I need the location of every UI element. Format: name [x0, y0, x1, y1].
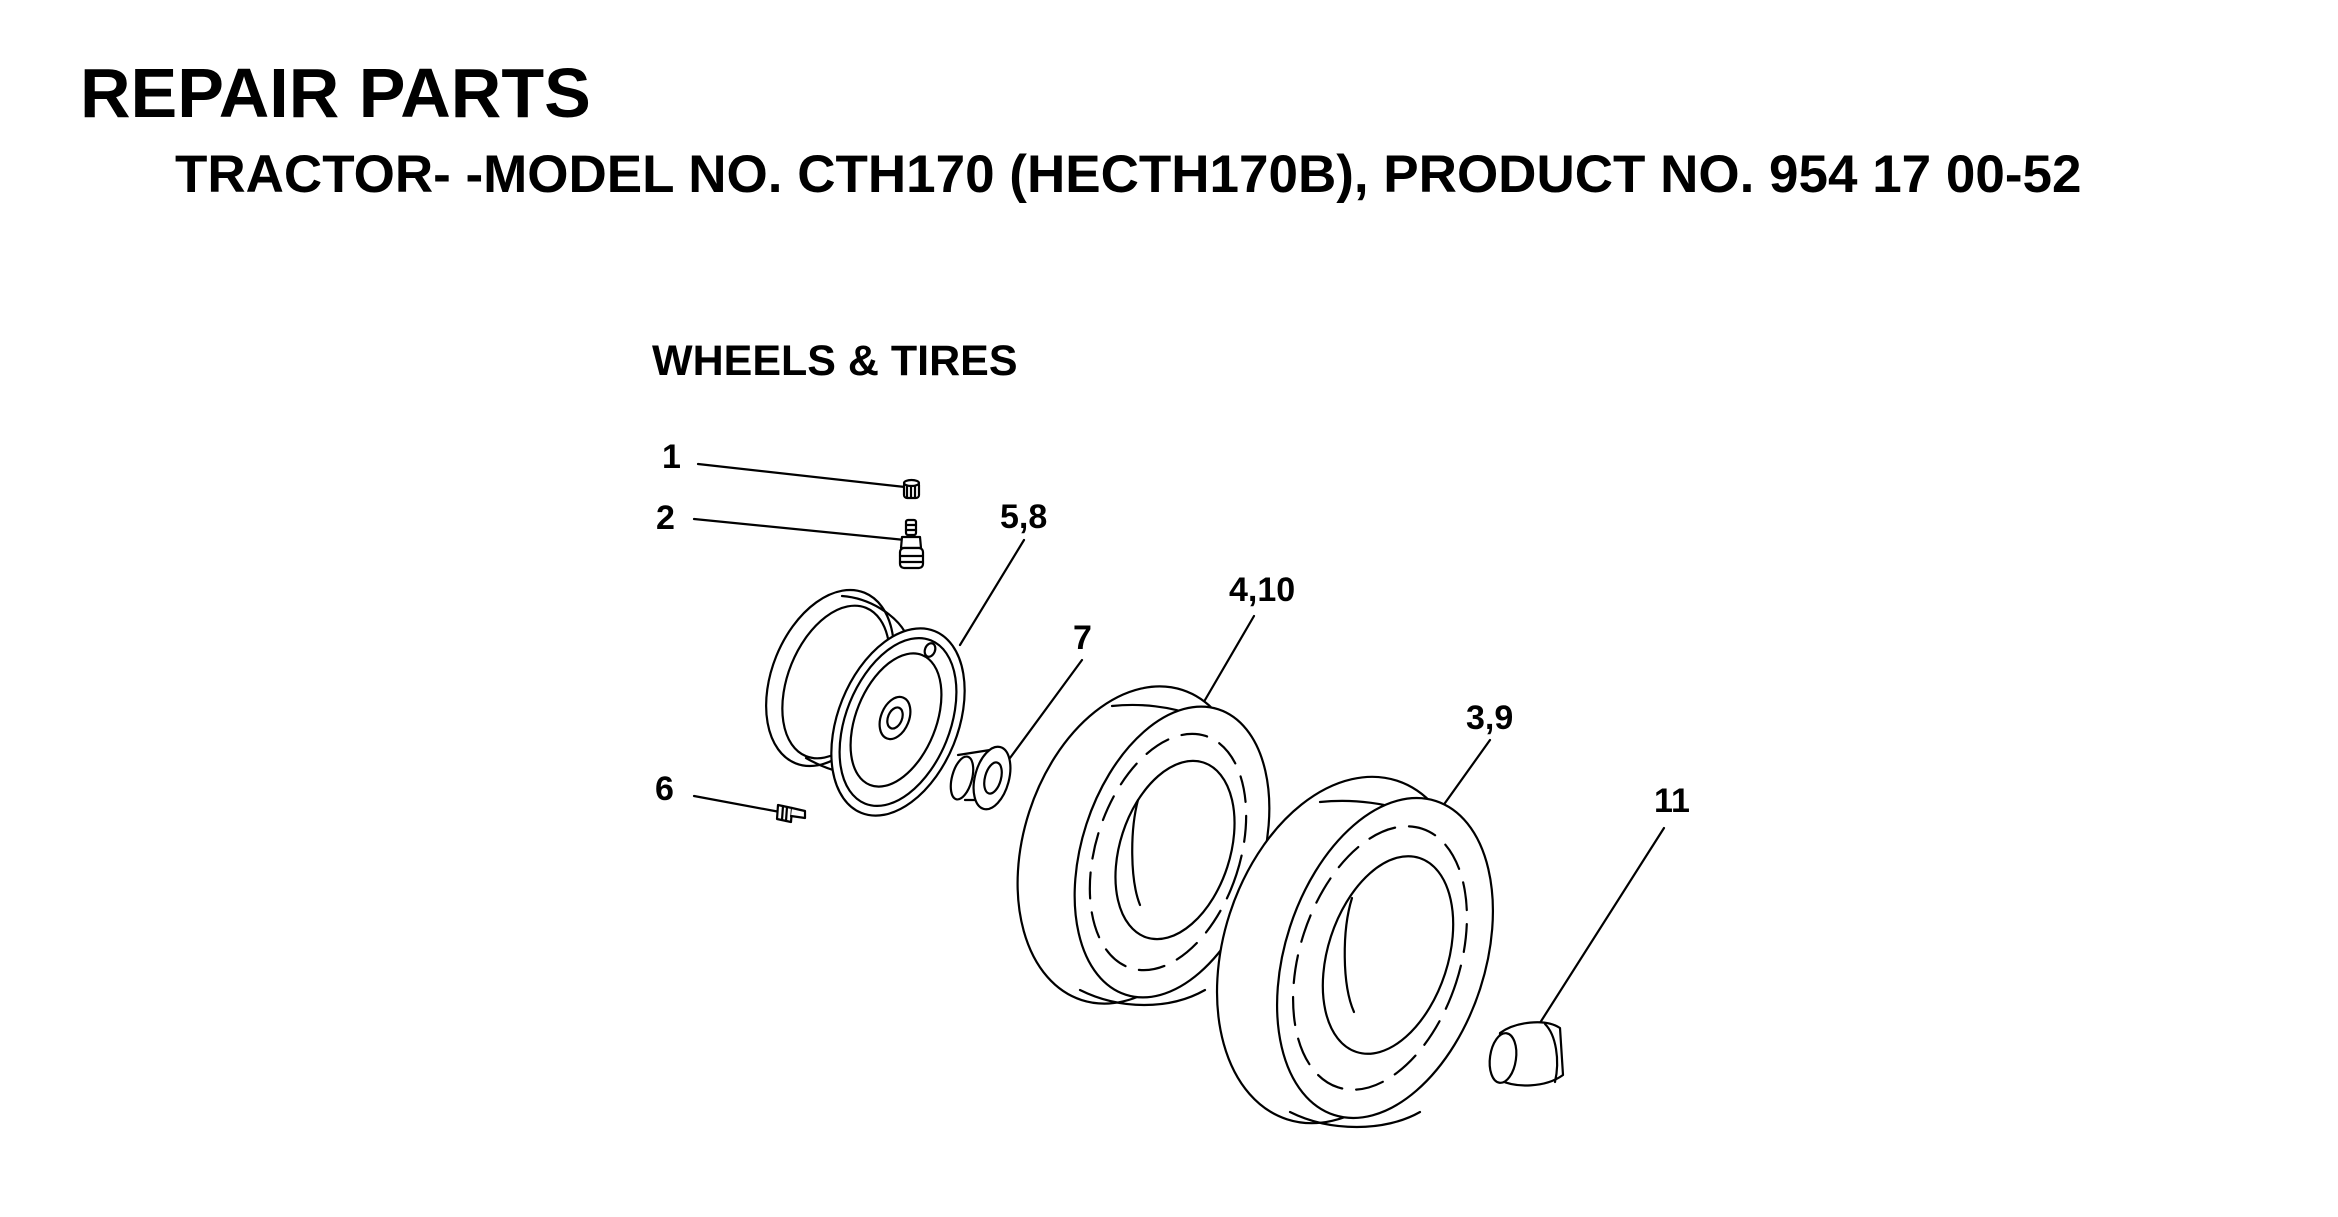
callout-label-5-8: 5,8	[1000, 498, 1047, 536]
page-subtitle: TRACTOR- -MODEL NO. CTH170 (HECTH170B), …	[175, 145, 2082, 204]
leader-line-2	[692, 517, 907, 542]
callout-label-2: 2	[656, 499, 675, 537]
callout-label-7: 7	[1073, 619, 1092, 657]
wheel-rim-part-5-8	[765, 588, 966, 817]
leader-line-7	[1008, 658, 1084, 760]
leader-line-5-8	[958, 538, 1026, 647]
callout-label-1: 1	[662, 438, 681, 476]
callout-label-3-9: 3,9	[1466, 699, 1513, 737]
tire-part-4-10	[1016, 685, 1271, 1007]
bushing-part-7	[949, 745, 1012, 811]
callout-label-4-10: 4,10	[1229, 571, 1295, 609]
leader-line-6	[692, 794, 782, 814]
callout-label-6: 6	[655, 770, 674, 808]
callout-label-11: 11	[1654, 782, 1690, 820]
leader-line-1	[696, 462, 907, 489]
valve-part-6	[775, 803, 807, 824]
hub-cap-part-11	[1488, 1021, 1565, 1087]
section-title: WHEELS & TIRES	[652, 337, 1018, 385]
valve-stem-part-2	[898, 518, 925, 570]
leader-line-4-10	[1196, 614, 1256, 714]
leader-lines	[692, 462, 1666, 1028]
valve-cap-part-1	[902, 478, 921, 500]
tire-part-3-9	[1215, 775, 1495, 1129]
page-title: REPAIR PARTS	[80, 54, 591, 132]
leader-line-11	[1536, 826, 1666, 1028]
